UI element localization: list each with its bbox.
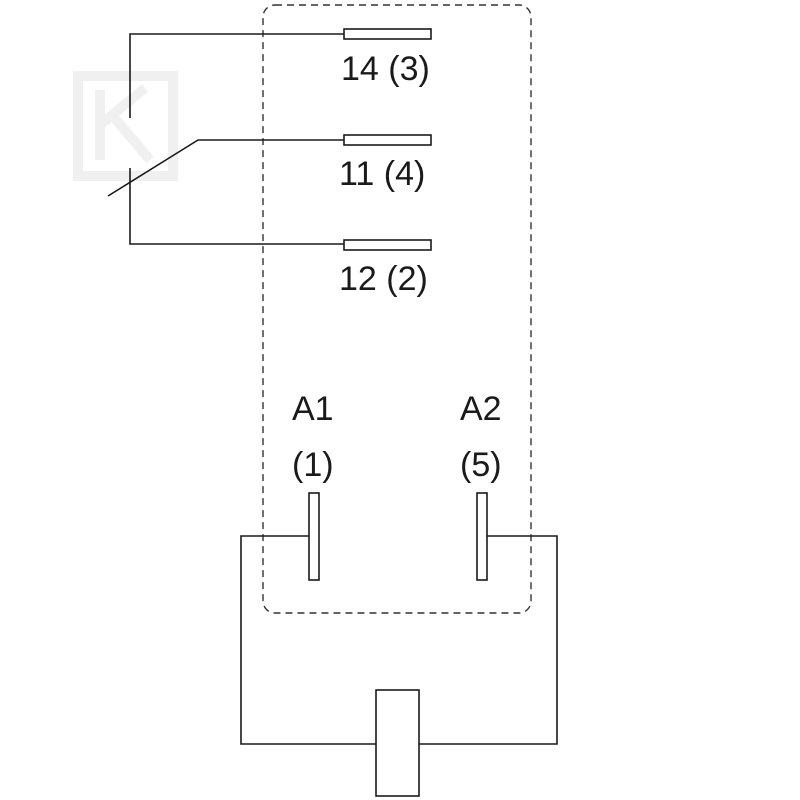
terminal-pin-12 xyxy=(343,239,432,251)
terminal-label-11: 11 (4) xyxy=(339,155,425,193)
terminal-label-14: 14 (3) xyxy=(341,50,430,88)
terminal-pin-11 xyxy=(343,134,432,146)
terminal-label-12: 12 (2) xyxy=(339,260,428,298)
relay-housing-outline xyxy=(262,4,532,614)
watermark-logo xyxy=(73,71,178,181)
wire-coil-a1 xyxy=(240,535,376,745)
contact-wiring xyxy=(107,33,344,245)
wire-terminal-14 xyxy=(129,33,344,118)
coil-pin-a1 xyxy=(308,492,320,581)
coil-terminal-pin-1: (1) xyxy=(292,446,334,484)
coil-terminal-pin-5: (5) xyxy=(460,446,502,484)
relay-coil xyxy=(375,689,420,797)
terminal-pin-14 xyxy=(343,28,432,40)
coil-pin-a2 xyxy=(476,492,488,581)
wire-coil-a2 xyxy=(419,535,558,745)
coil-terminal-label-a1: A1 xyxy=(292,390,334,428)
contact-switch-arm xyxy=(107,139,344,197)
coil-terminal-label-a2: A2 xyxy=(460,390,502,428)
wire-terminal-12 xyxy=(129,168,344,245)
